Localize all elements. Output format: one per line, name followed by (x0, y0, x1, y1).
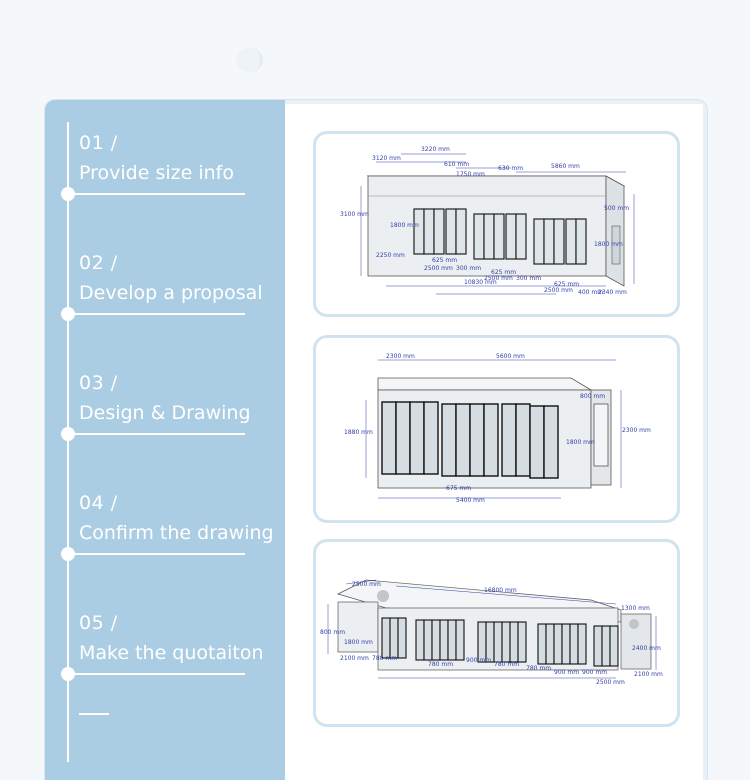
dimension-label: 625 mm (432, 257, 457, 264)
step-title: Design & Drawing (79, 402, 251, 424)
dimension-label: 780 mm (428, 661, 453, 668)
dimension-label: 630 mm (498, 165, 523, 172)
top-decor-circle (236, 48, 263, 72)
timeline-dot (61, 667, 75, 681)
dimension-label: 1800 mm (566, 439, 595, 446)
dimension-label: 2500 mm (544, 287, 573, 294)
cold-room-drawing-3: 2500 mm 16800 mm 1300 mm 800 mm 1800 mm … (320, 579, 663, 686)
dimension-label: 5860 mm (551, 163, 580, 170)
step-2: 02 / Develop a proposal (0, 0, 290, 321)
drawing-card-2: 2300 mm 5600 mm 1880 mm 800 mm 1800 mm 2… (313, 335, 680, 523)
dimension-label: 16800 mm (484, 587, 517, 594)
dimension-label: 900 mm (582, 669, 607, 676)
dimension-label: 1800 mm (344, 639, 373, 646)
step-underline (67, 313, 245, 315)
dimension-label: 2500 mm (352, 581, 381, 588)
step-number: 01 / (79, 132, 118, 154)
dimension-label: 800 mm (320, 629, 345, 636)
dimension-label: 610 mm (444, 161, 469, 168)
dimension-label: 2500 mm (424, 265, 453, 272)
step-number: 03 / (79, 372, 118, 394)
dimension-label: 2300 mm (386, 353, 415, 360)
step-title: Make the quotaiton (79, 642, 264, 664)
cold-room-drawing-2: 2300 mm 5600 mm 1880 mm 800 mm 1800 mm 2… (344, 353, 651, 504)
dimension-label: 300 mm (516, 275, 541, 282)
dimension-label: 780 mm (526, 665, 551, 672)
timeline-line (67, 122, 69, 762)
dimension-label: 625 mm (491, 269, 516, 276)
dimension-label: 2500 mm (596, 679, 625, 686)
dimension-label: 1750 mm (456, 171, 485, 178)
timeline-dot (61, 187, 75, 201)
step-title: Confirm the drawing (79, 522, 274, 544)
dimension-label: 800 mm (580, 393, 605, 400)
step-underline (67, 553, 245, 555)
drawing-card-1: 3120 mm 3220 mm 610 mm 1750 mm 630 mm 58… (313, 131, 680, 317)
dimension-label: 780 mm (372, 655, 397, 662)
step-underline (67, 193, 245, 195)
dimension-label: 1800 mm (594, 241, 623, 248)
step-3: 03 / Design & Drawing (0, 0, 290, 441)
step-underline (67, 673, 245, 675)
dimension-label: 2400 mm (632, 645, 661, 652)
dimension-label: 3100 mm (340, 211, 369, 218)
step-number: 04 / (79, 492, 118, 514)
dimension-label: 900 mm (466, 657, 491, 664)
timeline-dot (61, 307, 75, 321)
dimension-label: 2500 mm (484, 275, 513, 282)
timeline-end-dash (79, 713, 109, 715)
dimension-label: 900 mm (554, 669, 579, 676)
dimension-label: 2100 mm (340, 655, 369, 662)
dimension-label: 300 mm (456, 265, 481, 272)
step-number: 02 / (79, 252, 118, 274)
dimension-label: 2100 mm (634, 671, 663, 678)
dimension-label: 625 mm (554, 281, 579, 288)
step-title: Develop a proposal (79, 282, 263, 304)
step-number: 05 / (79, 612, 118, 634)
step-5: 05 / Make the quotaiton (0, 0, 290, 681)
dimension-label: 400 mm (578, 289, 603, 296)
dimension-label: 5400 mm (456, 497, 485, 504)
step-1: 01 / Provide size info (0, 0, 290, 201)
step-title: Provide size info (79, 162, 234, 184)
dimension-label: 780 mm (494, 661, 519, 668)
dimension-label: 675 mm (446, 485, 471, 492)
dimension-label: 500 mm (604, 205, 629, 212)
dimension-label: 1880 mm (344, 429, 373, 436)
step-underline (67, 433, 245, 435)
timeline-dot (61, 427, 75, 441)
dimension-label: 1800 mm (390, 222, 419, 229)
dimension-label: 3220 mm (421, 146, 450, 153)
dimension-label: 2250 mm (376, 252, 405, 259)
dimension-label: 2340 mm (598, 289, 627, 296)
process-sidebar (45, 100, 285, 780)
timeline-dot (61, 547, 75, 561)
dimension-label: 5600 mm (496, 353, 525, 360)
dimension-label: 1300 mm (621, 605, 650, 612)
dimension-label: 3120 mm (372, 155, 401, 162)
cold-room-drawing-1: 3120 mm 3220 mm 610 mm 1750 mm 630 mm 58… (340, 146, 635, 296)
dimension-label: 2300 mm (622, 427, 651, 434)
drawing-card-3: 2500 mm 16800 mm 1300 mm 800 mm 1800 mm … (313, 539, 680, 727)
step-4: 04 / Confirm the drawing (0, 0, 290, 561)
dimension-label: 10830 mm (464, 279, 497, 286)
